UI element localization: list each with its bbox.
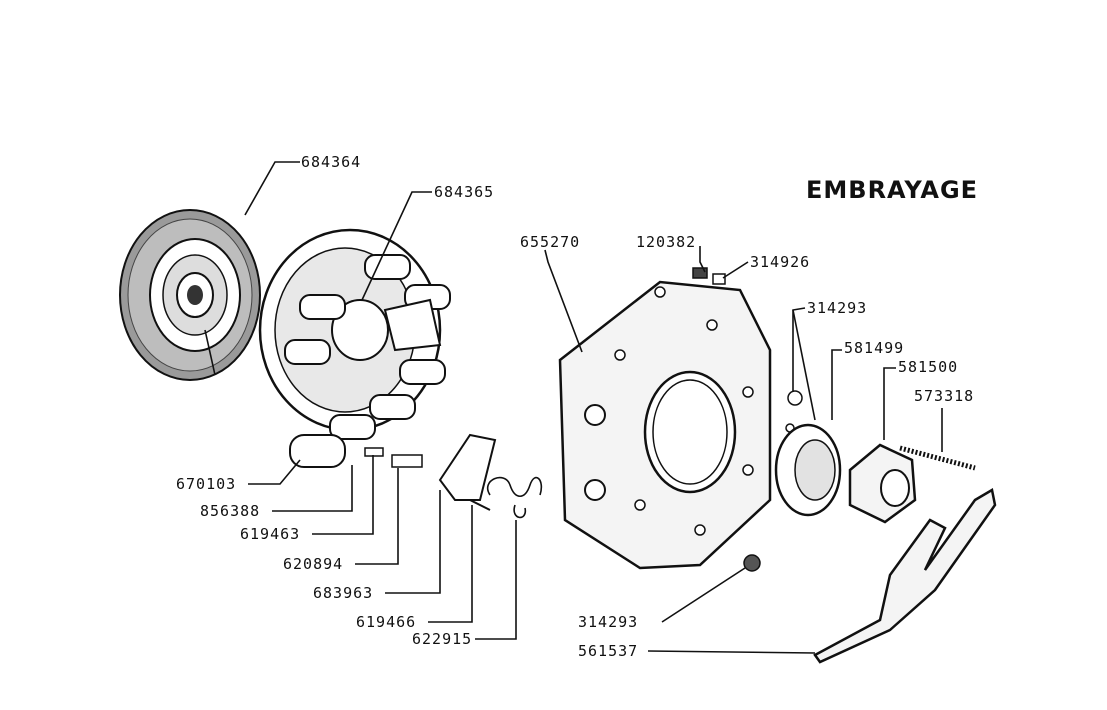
release-lever-icon — [438, 433, 497, 511]
release-bearing-icon — [774, 423, 842, 517]
diagram-title: EMBRAYAGE — [806, 176, 978, 204]
part-label-655270: 655270 — [520, 233, 580, 251]
part-label-684365: 684365 — [434, 183, 494, 201]
leader-lines — [204, 161, 943, 654]
release-fork-icon — [813, 488, 997, 664]
part-label-620894: 620894 — [283, 555, 343, 573]
bolt-icon — [692, 267, 726, 285]
pin-icon — [364, 447, 423, 468]
part-label-573318: 573318 — [914, 387, 974, 405]
part-label-581500: 581500 — [898, 358, 958, 376]
part-label-561537: 561537 — [578, 642, 638, 660]
part-label-856388: 856388 — [200, 502, 260, 520]
part-label-581499: 581499 — [844, 339, 904, 357]
spring-clip-icon — [486, 476, 543, 519]
part-label-683963: 683963 — [313, 584, 373, 602]
part-label-670103: 670103 — [176, 475, 236, 493]
part-label-622915: 622915 — [412, 630, 472, 648]
part-label-120382: 120382 — [636, 233, 696, 251]
nut-bottom-icon — [743, 554, 761, 572]
clutch-disc-icon — [119, 209, 261, 381]
part-label-619466: 619466 — [356, 613, 416, 631]
part-label-684364: 684364 — [301, 153, 361, 171]
pressure-plate-icon — [258, 228, 451, 440]
part-label-314293-bottom: 314293 — [578, 613, 638, 631]
clutch-housing-icon — [558, 280, 772, 570]
part-label-314293-top: 314293 — [807, 299, 867, 317]
bearing-carrier-icon — [848, 443, 917, 524]
spring-670103-icon — [289, 434, 346, 468]
part-label-619463: 619463 — [240, 525, 300, 543]
return-spring-icon — [899, 445, 976, 471]
part-label-314926: 314926 — [750, 253, 810, 271]
